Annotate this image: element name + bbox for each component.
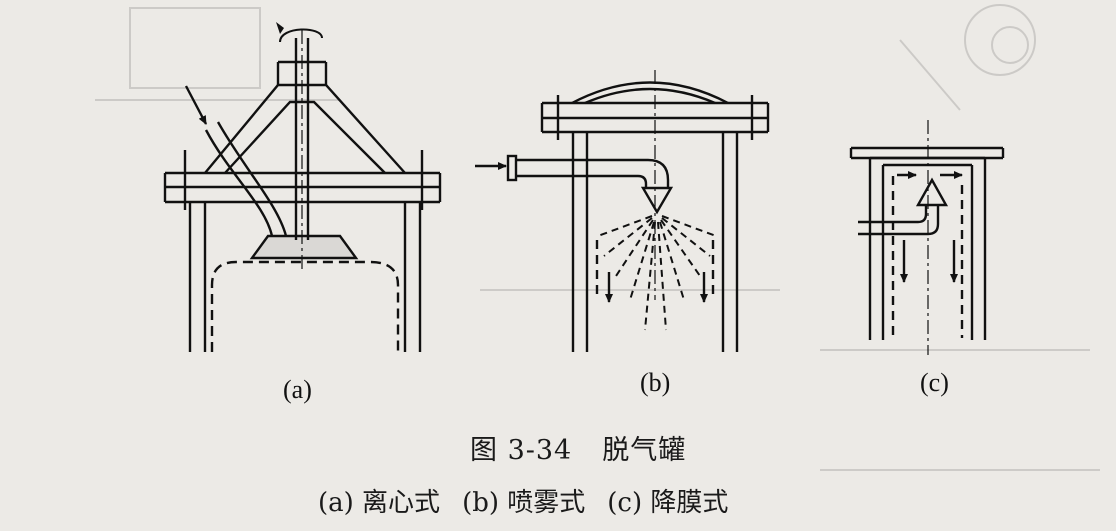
caption-title: 脱气罐	[602, 435, 687, 466]
falling-film-tank-drawing	[849, 120, 1005, 355]
subcaption-c: (c) 降膜式	[607, 488, 729, 518]
label-c: (c)	[920, 368, 949, 397]
spray-tank-drawing	[475, 70, 770, 352]
label-a: (a)	[283, 375, 312, 404]
figure-caption: 图 3-34 脱气罐	[470, 428, 686, 467]
subcaption-b: (b) 喷雾式	[462, 488, 586, 518]
centrifugal-tank-drawing	[163, 22, 442, 352]
label-b: (b)	[640, 368, 671, 397]
figure-subcaption: (a) 离心式 (b) 喷雾式 (c) 降膜式	[318, 482, 728, 519]
subcaption-a: (a) 离心式	[318, 488, 441, 518]
bleed-through-ghost	[95, 4, 1100, 471]
caption-number: 图 3-34	[470, 435, 573, 466]
